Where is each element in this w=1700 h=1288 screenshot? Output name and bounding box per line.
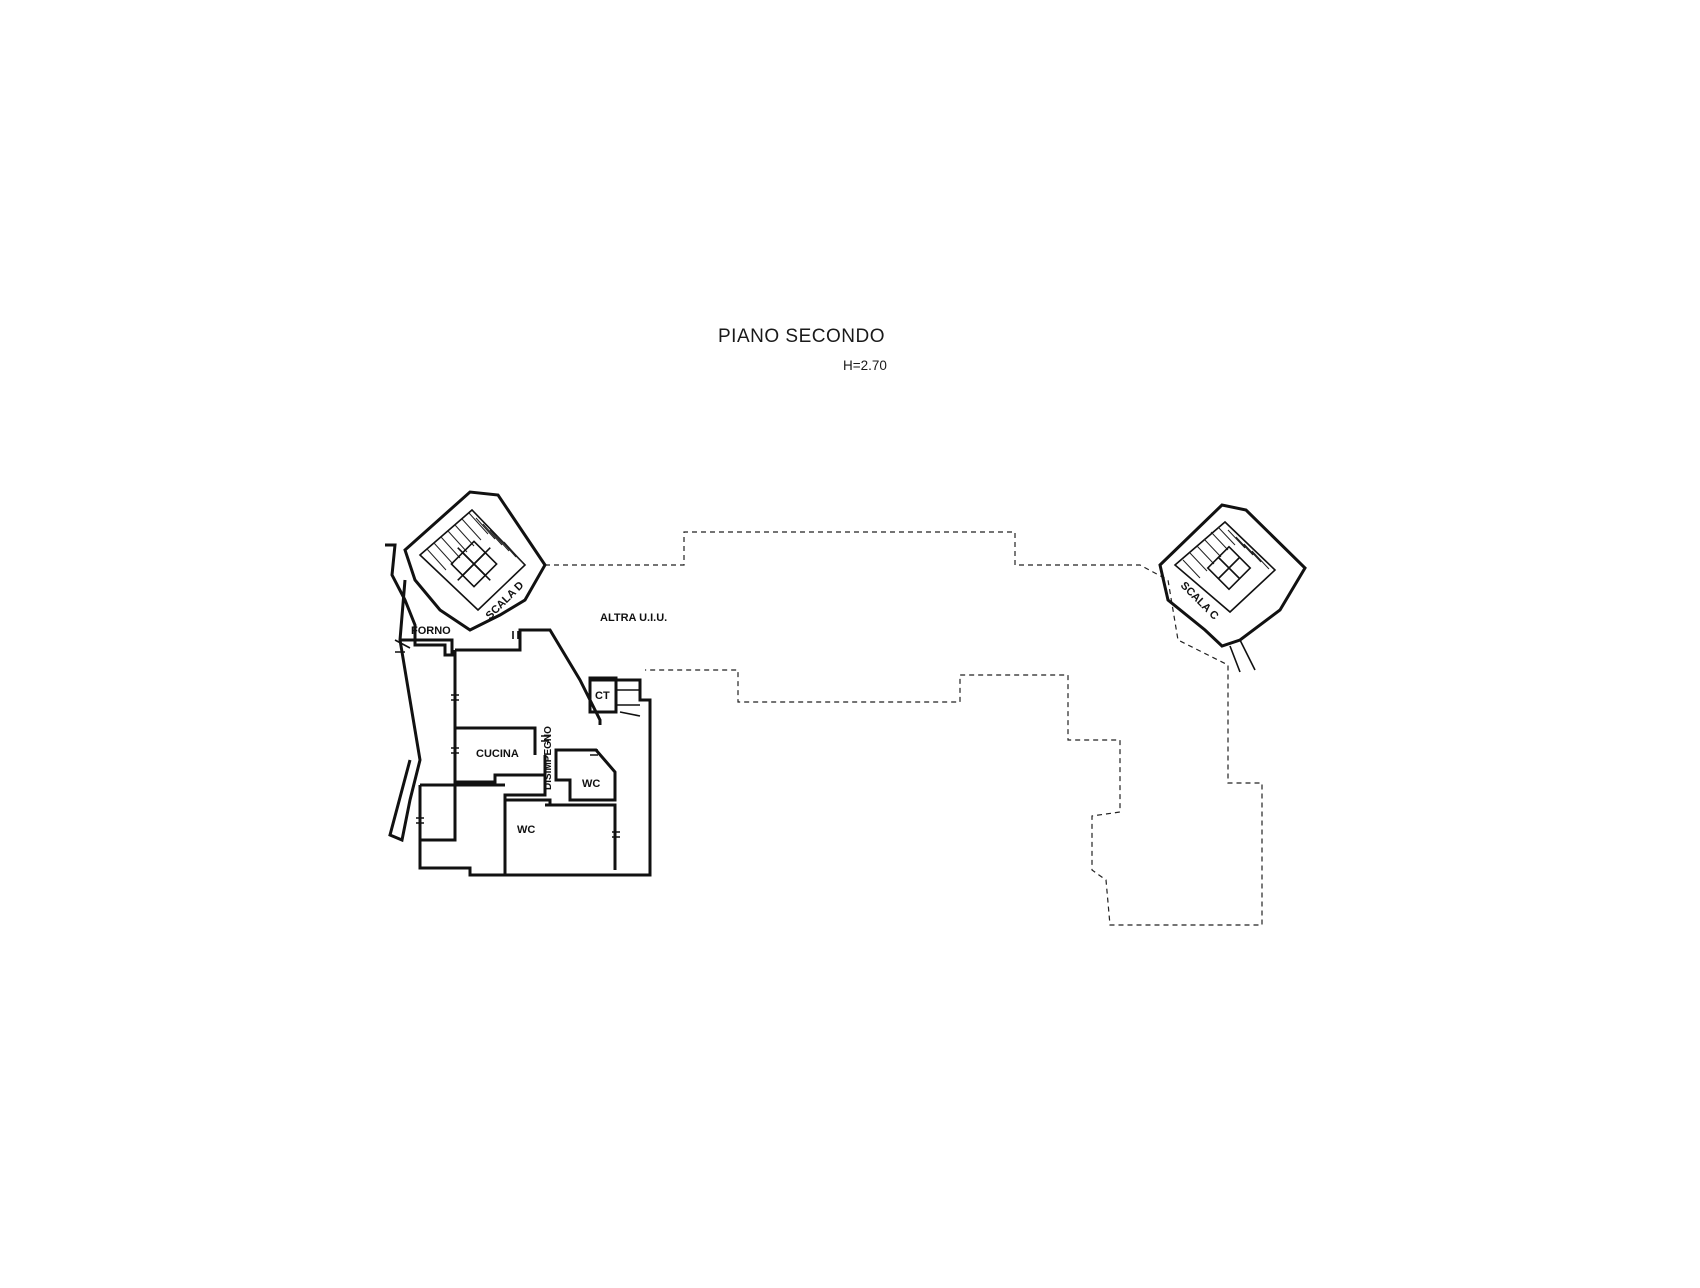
label-scala-d: SCALA D bbox=[484, 579, 527, 622]
other-unit-outline bbox=[545, 531, 1263, 926]
ceiling-height-label: H=2.70 bbox=[843, 358, 887, 373]
label-ct: CT bbox=[595, 690, 610, 702]
label-forno: FORNO bbox=[411, 625, 451, 637]
label-cucina: CUCINA bbox=[476, 748, 519, 760]
label-disimpegno: DISIMPEGNO bbox=[543, 726, 554, 790]
label-altra-uiu: ALTRA U.I.U. bbox=[600, 612, 667, 624]
stair-core-c bbox=[1158, 503, 1307, 673]
stair-core-d bbox=[403, 490, 547, 632]
apartment-walls bbox=[385, 543, 652, 877]
plan-title: PIANO SECONDO bbox=[718, 326, 885, 347]
label-wc-2: WC bbox=[517, 824, 535, 836]
label-wc-1: WC bbox=[582, 778, 600, 790]
